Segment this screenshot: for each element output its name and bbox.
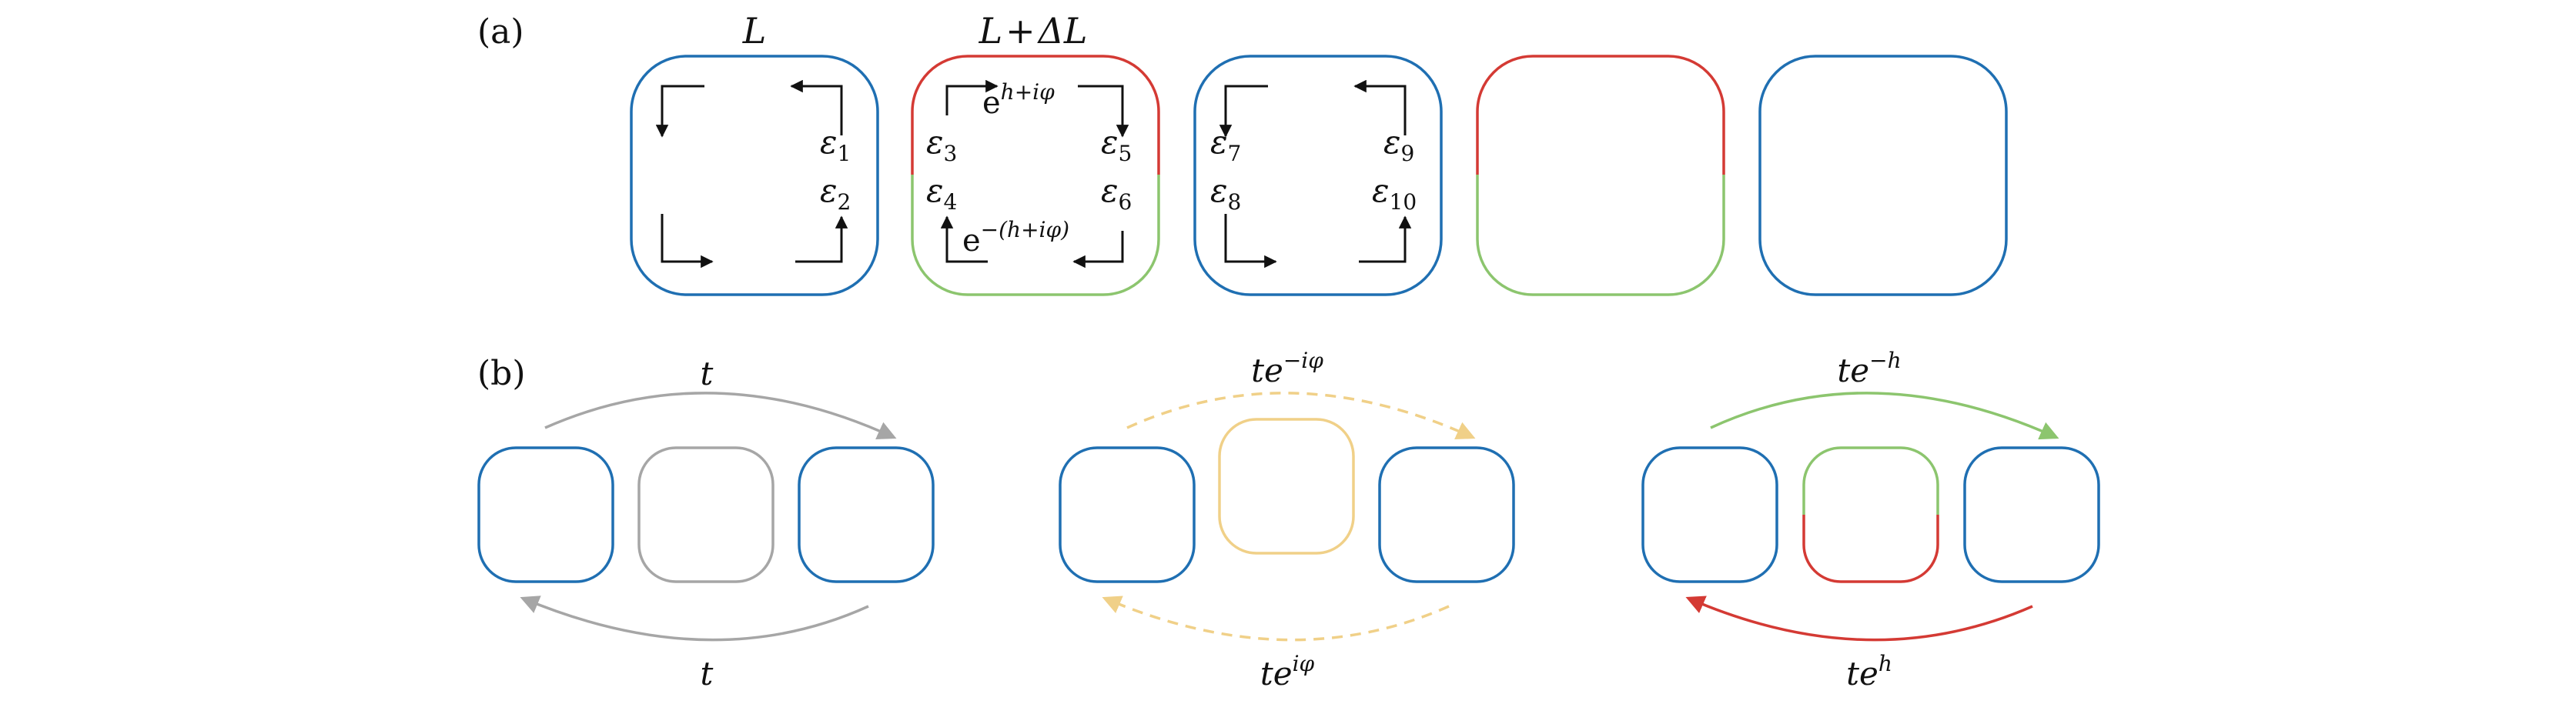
epsilon-8-label: ε8 (1210, 172, 1241, 215)
ring-5-bottom-half (1758, 175, 2008, 296)
ring-2-bottom-half (911, 175, 1160, 296)
phase-backward-label: e−(h+iφ) (962, 217, 1069, 259)
coupler-ring (637, 446, 774, 583)
epsilon-6-label: ε6 (1101, 172, 1132, 215)
ring-3-hopping-arrows (1219, 79, 1412, 269)
backward-hopping-label: teiφ (1260, 651, 1315, 692)
coupler-ring-top-half (1802, 446, 1939, 515)
forward-hopping-arrow (1710, 392, 2059, 440)
ring-4-bottom-half (1476, 175, 1725, 296)
ring-5 (1758, 55, 2008, 296)
site-energy-labels: ε1 ε2 ε3 ε4 ε5 ε6 ε7 ε8 ε9 ε10 (820, 123, 1417, 215)
arrow-icon (1359, 215, 1412, 263)
coupler-ring (1218, 418, 1355, 555)
arrow-icon (1219, 85, 1268, 138)
backward-hopping-label: t (701, 655, 714, 692)
arrow-icon (1078, 85, 1129, 138)
group-uniform: t t (477, 355, 935, 692)
site-ring-left (1059, 446, 1196, 583)
panel-a-rings (630, 55, 2008, 296)
arrow-icon (795, 215, 848, 263)
site-ring-right (798, 446, 935, 583)
forward-hopping-arrow (544, 392, 897, 439)
epsilon-7-label: ε7 (1210, 123, 1241, 166)
coupler-ring-bottom-half (1802, 515, 1939, 583)
panel-a-label: (a) (477, 12, 524, 52)
arrow-icon (1072, 231, 1124, 269)
epsilon-3-label: ε3 (926, 123, 957, 166)
epsilon-2-label: ε2 (820, 172, 851, 215)
arrow-icon (790, 79, 843, 135)
ring-1-hopping-arrows (655, 79, 848, 269)
arrow-icon (1353, 79, 1407, 135)
forward-hopping-label: te−h (1837, 348, 1901, 389)
arrow-icon (1224, 214, 1277, 269)
epsilon-10-label: ε10 (1372, 172, 1417, 215)
ring-4-top-half (1476, 55, 1725, 175)
arrow-icon (655, 85, 704, 138)
epsilon-4-label: ε4 (926, 172, 957, 215)
ring-3-top-half (1193, 55, 1443, 175)
ring-1-bottom-half (630, 175, 879, 296)
site-ring-left (1641, 446, 1778, 583)
forward-hopping-arrow (1126, 392, 1476, 440)
ring-1-top-half (630, 55, 879, 175)
forward-hopping-label: te−iφ (1251, 348, 1323, 389)
site-ring-right (1963, 446, 2100, 583)
ring-2-length-label: L+ΔL (979, 10, 1088, 52)
ring-2-top-half (911, 55, 1160, 175)
ring-2 (911, 55, 1160, 296)
backward-hopping-arrow (520, 596, 869, 642)
ring-1-length-label: L (742, 10, 767, 52)
site-ring-left (477, 446, 614, 583)
ring-5-top-half (1758, 55, 2008, 175)
site-ring-right (1378, 446, 1515, 583)
ring-4 (1476, 55, 1725, 296)
ring-3-bottom-half (1193, 175, 1443, 296)
group-phase: te−iφ teiφ (1059, 348, 1515, 692)
forward-hopping-label: t (701, 355, 714, 392)
arrow-icon (661, 214, 714, 269)
backward-hopping-arrow (1102, 596, 1450, 642)
ring-3 (1193, 55, 1443, 296)
ring-1 (630, 55, 879, 296)
epsilon-9-label: ε9 (1383, 123, 1414, 166)
panel-b-label: (b) (477, 354, 526, 393)
arrow-icon (940, 215, 988, 263)
arrow-icon (945, 79, 999, 115)
phase-forward-label: eh+iφ (982, 79, 1055, 121)
backward-hopping-arrow (1685, 596, 2033, 642)
ring-2-hopping-arrows (940, 79, 1129, 269)
group-gain-loss: te−h teh (1641, 348, 2100, 692)
backward-hopping-label: teh (1846, 651, 1892, 692)
epsilon-5-label: ε5 (1101, 123, 1132, 166)
epsilon-1-label: ε1 (820, 123, 851, 166)
